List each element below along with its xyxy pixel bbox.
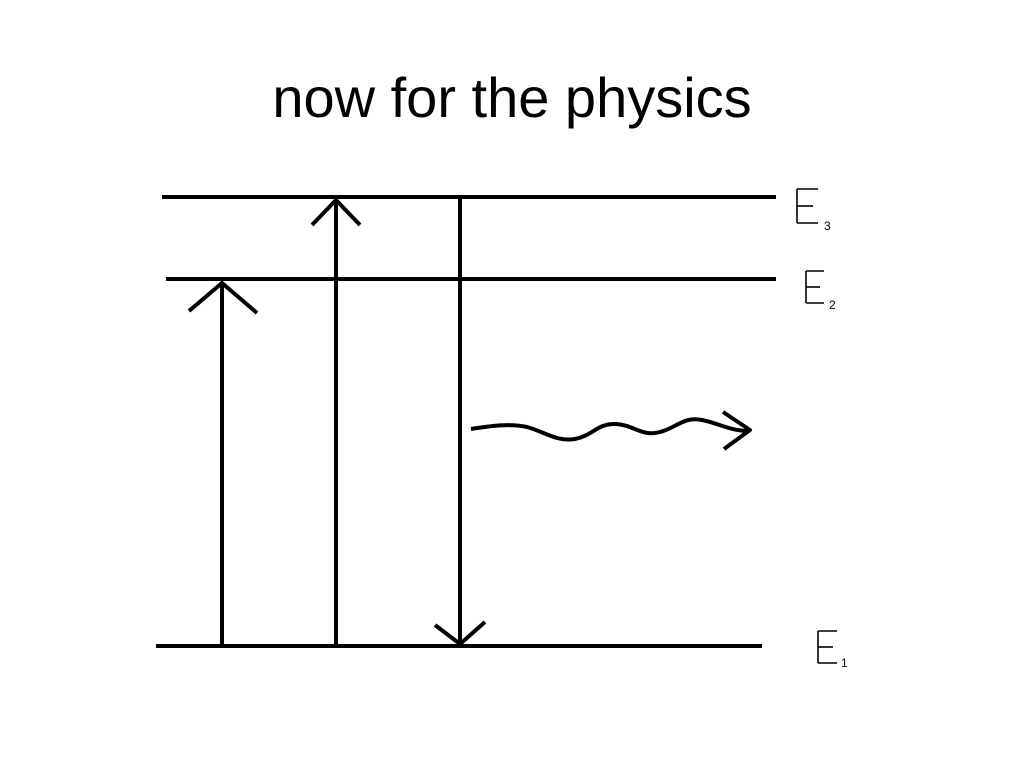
wavy-arrow-icon <box>470 417 750 442</box>
arrow-up-icon <box>187 280 259 315</box>
wavy-arrow-head <box>721 410 752 451</box>
absorption-e1-to-e2 <box>187 280 259 648</box>
label-e3-subscript: 3 <box>824 219 831 233</box>
label-e2-letter: E <box>804 302 805 304</box>
emitted-photon <box>470 410 752 451</box>
emission-e3-to-e1 <box>433 199 487 647</box>
arrow-up-icon <box>310 197 362 227</box>
absorption-e1-to-e3 <box>310 197 362 646</box>
level-label-glyphs <box>796 188 837 664</box>
label-e3 <box>796 188 818 224</box>
slide-title: now for the physics <box>272 66 752 129</box>
label-e2 <box>805 270 824 304</box>
label-e1-subscript: 1 <box>841 656 848 670</box>
label-e1 <box>817 630 837 664</box>
label-e3-letter: E <box>795 222 796 224</box>
label-e2-subscript: 2 <box>829 298 836 312</box>
label-e1-letter: E <box>816 662 817 664</box>
arrow-down-icon <box>433 620 487 647</box>
